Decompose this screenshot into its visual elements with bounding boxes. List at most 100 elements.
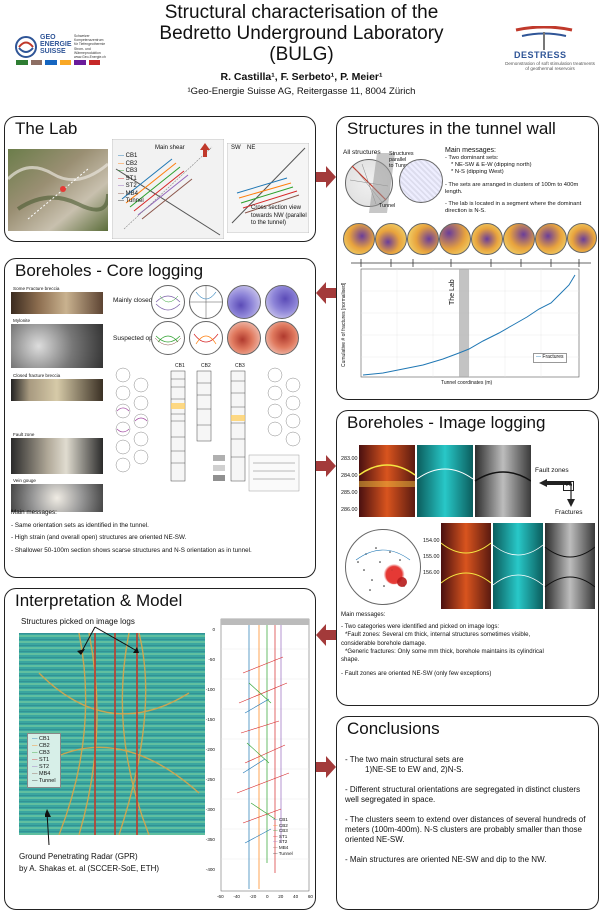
title-line1: Structural characterisation of the (164, 2, 439, 23)
lab-annot-0: Cross section view (251, 205, 302, 211)
label-mainly-closed: Mainly closed (113, 297, 153, 304)
lab-cross-section (227, 143, 309, 233)
sp-0: Structures (389, 151, 414, 157)
panel-interpretation: Interpretation & Model Structures picked… (4, 588, 316, 910)
core-photo-3 (11, 438, 103, 474)
flow-arrow-left-icon (316, 282, 336, 304)
ytick-8: -400 (205, 867, 215, 872)
sp-1: parallel (389, 157, 407, 163)
model-legend: — CB1 — CB2 — CB3 — ST1 — ST2 — MB4 — Tu… (273, 817, 293, 856)
conclusion-2: - Different structural orientations are … (345, 784, 581, 805)
panel-title-image: Boreholes - Image logging (347, 413, 546, 432)
core-label-4: Vein gouge (13, 478, 36, 483)
conclusion-0: - The two main structural sets are (345, 755, 464, 764)
tunnel-msg-0: - Two dominant sets: (445, 155, 499, 161)
panel-conclusions: Conclusions - The two main structural se… (336, 716, 599, 910)
depth-top-2: 285.00 (341, 490, 358, 496)
conclusion-3: - The clusters seem to extend over dista… (345, 814, 586, 845)
label-fractures: Fractures (555, 509, 583, 516)
lab-annot-2: to the tunnel) (251, 220, 287, 226)
panel-title-interp: Interpretation & Model (15, 591, 183, 610)
tunnel-msg-1: * NE-SW & E-W (dipping north) (451, 162, 532, 169)
tunnel-mm-title: Main messages: (445, 147, 496, 154)
poster-title: Structural characterisation of the Bedre… (120, 2, 483, 65)
depth-top-0: 283.00 (341, 456, 358, 462)
chart-xlabel: Tunnel coordinates (m) (441, 380, 493, 386)
gpr-legend-5: — MB4 (32, 771, 51, 777)
model-plot (220, 618, 310, 892)
ytick-0: 0 (212, 627, 215, 632)
label-tunnel: Tunnel (379, 203, 396, 209)
borehole-columns: CB1 CB2 CB3 (109, 359, 313, 501)
north-arrow-icon (200, 143, 210, 157)
logo-text-2: Strom- und Wärmeproduktion (74, 46, 101, 55)
image-mm-title: Main messages: (341, 611, 386, 618)
core-stereonet-6 (189, 321, 223, 355)
tunnel-stereonet-2 (375, 223, 407, 255)
lab-legend-2: — CB3 (118, 168, 138, 174)
flow-arrow-right-icon (316, 166, 336, 188)
destress-logo-icon (515, 26, 573, 50)
tunnel-stereonet-7 (535, 223, 567, 255)
conclusion-1: 1)NE-SE to EW and, 2)N-S. (365, 765, 464, 775)
core-msg-2: - Shallower 50-100m section shows scarse… (11, 546, 252, 554)
image-msg-6: - Fault zones are oriented NE-SW (only f… (341, 670, 492, 678)
stereonet-right (399, 159, 443, 203)
xtick-4: 20 (278, 894, 284, 899)
core-msg-1: - High strain (and overall open) structu… (11, 534, 187, 542)
lab-legend-0: — CB1 (118, 153, 138, 159)
model-legend-4: — ST2 (273, 839, 288, 845)
conclusions-list: - The two main structural sets are 1)NE-… (345, 755, 593, 865)
tunnel-stereonet-1 (343, 223, 375, 255)
tunnel-stereonet-3 (407, 223, 439, 255)
core-main-messages: Main messages: - Same orientation sets a… (11, 509, 311, 555)
label-all-structures: All structures (343, 149, 381, 156)
core-photo-2 (11, 379, 103, 401)
label-structures-picked: Structures picked on image logs (21, 617, 135, 626)
sp-2: to Tunnel (389, 163, 412, 169)
panel-core-logging: Boreholes - Core logging Some Fracture b… (4, 258, 316, 578)
image-main-messages: Main messages: - Two categories were ide… (341, 611, 597, 678)
label-fault-zones: Fault zones (535, 467, 569, 474)
panel-image-logging: Boreholes - Image logging 283.00 284.00 … (336, 410, 599, 706)
label-main-shear: Main shear (155, 145, 185, 151)
gpr-legend-6: — Tunnel (32, 778, 56, 784)
image-msg-1: *Fault zones: Several cm thick, internal… (345, 631, 531, 639)
core-stereonet-1 (151, 285, 185, 319)
gpr-line2: by A. Shakas et. al (SCCER-SoE, ETH) (19, 864, 160, 873)
model-legend-3: — ST1 (273, 833, 288, 839)
depth-labels-bottom: 154.00 155.00 156.00 (423, 533, 440, 581)
flow-arrow-left-icon (316, 624, 336, 646)
gpr-line1: Ground Penetrating Radar (GPR) (19, 852, 138, 861)
ytick-3: -150 (205, 717, 215, 722)
model-yticks: 0 -50 -100 -150 -200 -250 -300 -350 -400 (193, 615, 215, 885)
image-log-bottom (441, 523, 595, 609)
core-label-3: Fault zone (13, 432, 35, 437)
gpr-legend-3: — ST1 (32, 757, 50, 763)
core-stereonet-3 (227, 285, 261, 319)
core-photo-4 (11, 484, 103, 512)
lab-annot-1: towards NW (parallel (251, 212, 307, 219)
core-photo-0 (11, 292, 103, 314)
model-xticks: -60 -40 -20 0 20 40 60 (217, 893, 313, 901)
ytick-1: -50 (208, 657, 215, 662)
column-cb1: CB1 (175, 363, 185, 369)
lab-annotation: Cross section view towards NW (parallel … (251, 205, 307, 228)
panel-tunnel-wall: Structures in the tunnel wall All struct… (336, 116, 599, 400)
tunnel-stereonet-6 (503, 223, 535, 255)
logo-text-1: für Tiefengeothermie (74, 42, 106, 47)
label-ne: NE (247, 145, 256, 151)
xtick-1: -40 (233, 894, 240, 899)
model-legend-6: — Tunnel (273, 850, 293, 856)
lab-legend-3: — ST1 (118, 175, 137, 182)
chart-ylabel: Cumulative # of fractures [normalised] (341, 282, 347, 367)
column-cb2: CB2 (201, 363, 211, 369)
tunnel-segments (351, 259, 591, 267)
label-suspected-open: Suspected open (113, 335, 160, 342)
label-sw: SW (231, 145, 241, 151)
terrain-map-icon (8, 149, 108, 231)
panel-the-lab: The Lab — CB1 — CB2 — CB3 — ST1 (4, 116, 316, 242)
logo-text-0: Schweizer Kompetenzzentrum (74, 34, 104, 43)
xtick-6: 60 (307, 894, 313, 899)
model-legend-1: — CB2 (273, 822, 288, 828)
